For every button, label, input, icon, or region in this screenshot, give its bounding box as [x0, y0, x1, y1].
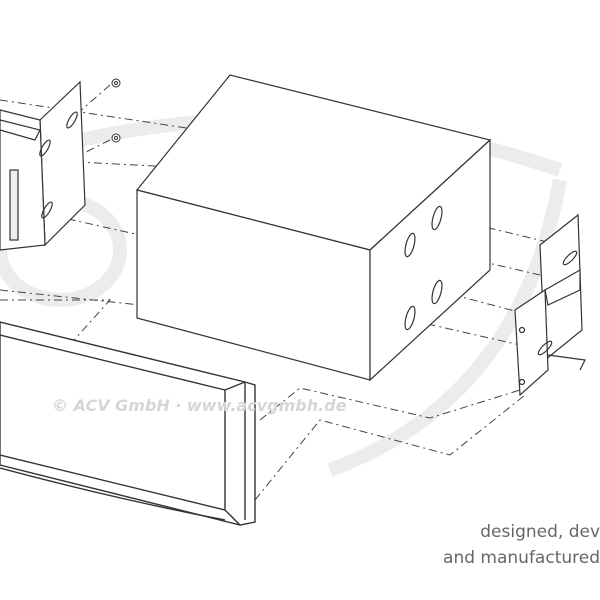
screws	[111, 78, 121, 143]
mounting-box	[135, 74, 492, 382]
left-mounting-bracket	[0, 80, 86, 251]
tagline-line-2: and manufactured	[443, 548, 600, 568]
right-mounting-bracket	[514, 213, 586, 397]
copyright-watermark: © ACV GmbH · www.acvgmbh.de	[52, 396, 347, 415]
front-bezel-panel	[0, 321, 256, 526]
tagline-line-1: designed, dev	[480, 522, 600, 542]
